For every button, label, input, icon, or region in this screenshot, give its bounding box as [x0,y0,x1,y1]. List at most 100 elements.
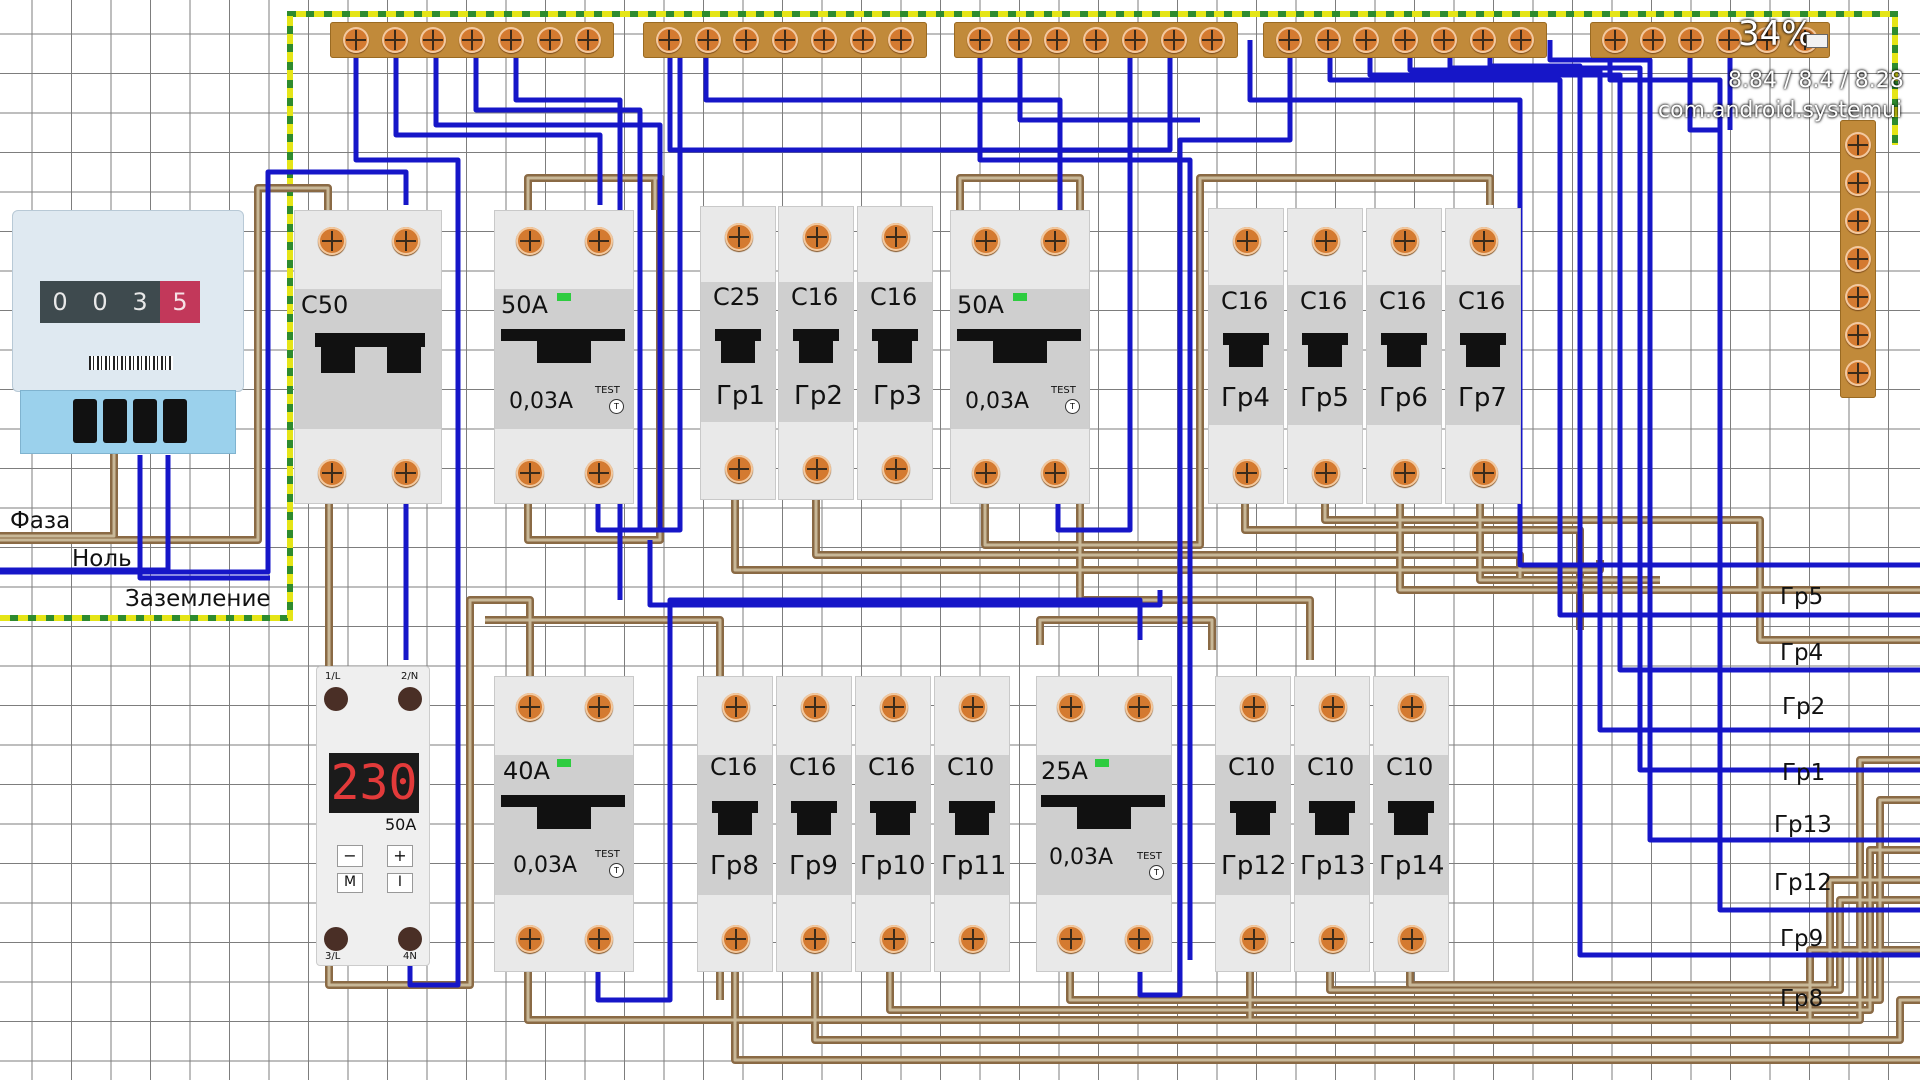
rcd-rating: 25A [1041,757,1088,785]
breaker-toggle[interactable] [1460,333,1506,345]
breaker-gr13[interactable]: C10 Гр13 [1294,676,1370,972]
test-label: TEST [595,849,620,860]
terminal-screw-icon [1125,925,1153,953]
rcd-toggle[interactable] [501,329,625,341]
breaker-gr10[interactable]: C16 Гр10 [855,676,931,972]
terminal-screw-icon [1470,227,1498,255]
indicator-led [1095,759,1109,767]
relay-info-button[interactable]: I [387,873,413,893]
relay-plus-button[interactable]: + [387,845,413,867]
terminal-screw-icon [972,459,1000,487]
breaker-gr6[interactable]: C16 Гр6 [1366,208,1442,504]
breaker-rating: C16 [791,283,839,311]
breaker-toggle[interactable] [1388,801,1434,813]
terminal-screw-icon [392,459,420,487]
breaker-toggle[interactable] [1223,333,1269,345]
rcd-rating: 50A [957,291,1004,319]
breaker-toggle[interactable] [791,801,837,813]
breaker-rating: C10 [947,753,995,781]
breaker-rating: C50 [301,291,349,319]
screw-icon [1353,27,1380,53]
rcd-1[interactable]: 50A 0,03A TEST T [494,210,634,504]
meter-terminal [133,399,157,443]
screw-icon [1199,27,1226,53]
screw-icon [497,27,524,53]
breaker-toggle[interactable] [1381,333,1427,345]
terminal-screw-icon [1470,459,1498,487]
meter-digit-red: 5 [160,281,200,323]
breaker-rating: C16 [1458,287,1506,315]
rcd-2[interactable]: 50A 0,03A TEST T [950,210,1090,504]
rcd-toggle[interactable] [957,329,1081,341]
screw-icon [1845,360,1871,386]
terminal-screw-icon [585,693,613,721]
meter-terminal [163,399,187,443]
test-button[interactable]: T [1065,399,1080,414]
terminal-screw-icon [803,223,831,251]
screw-icon [1160,27,1187,53]
breaker-toggle[interactable] [1309,801,1355,813]
screw-icon [966,27,993,53]
voltage-relay[interactable]: 1/L 2/N 3/L 4N 230 50A − + M I [316,666,430,966]
rcd-leak-current: 0,03A [1049,845,1114,870]
breaker-toggle[interactable] [1302,333,1348,345]
breaker-toggle[interactable] [1230,801,1276,813]
breaker-toggle[interactable] [872,329,918,341]
terminal-screw-icon [1233,459,1261,487]
screw-icon [1508,27,1535,53]
breaker-toggle [721,341,755,363]
breaker-gr12[interactable]: C10 Гр12 [1215,676,1291,972]
screw-icon [1716,27,1742,53]
breaker-toggle[interactable] [315,333,425,347]
breaker-gr2[interactable]: C16 Гр2 [778,206,854,500]
screw-icon [381,27,408,53]
breaker-gr14[interactable]: C10 Гр14 [1373,676,1449,972]
group-label: Гр8 [710,851,759,881]
meter-digit: 3 [120,281,160,323]
breaker-gr9[interactable]: C16 Гр9 [776,676,852,972]
test-button[interactable]: T [609,399,624,414]
breaker-gr1[interactable]: C25 Гр1 [700,206,776,500]
test-button[interactable]: T [609,863,624,878]
breaker-toggle[interactable] [870,801,916,813]
rcd-toggle[interactable] [501,795,625,807]
breaker-toggle[interactable] [712,801,758,813]
terminal-screw-icon [722,693,750,721]
terminal-screw-icon [972,227,1000,255]
breaker-gr7[interactable]: C16 Гр7 [1445,208,1521,504]
terminal-screw-icon [1312,227,1340,255]
bus-bar-3 [954,22,1238,58]
breaker-gr8[interactable]: C16 Гр8 [697,676,773,972]
output-label: Гр9 [1780,926,1824,952]
main-breaker[interactable]: C50 [294,210,442,504]
breaker-toggle [321,347,355,373]
relay-menu-button[interactable]: M [337,873,363,893]
group-label: Гр14 [1379,851,1445,881]
breaker-gr11[interactable]: C10 Гр11 [934,676,1010,972]
meter-digit: 0 [80,281,120,323]
output-label: Гр12 [1774,870,1832,896]
output-label: Гр5 [1780,584,1824,610]
breaker-toggle[interactable] [793,329,839,341]
relay-minus-button[interactable]: − [337,845,363,867]
breaker-gr4[interactable]: C16 Гр4 [1208,208,1284,504]
terminal-screw-icon [801,693,829,721]
terminal-screw-icon [1398,925,1426,953]
test-button[interactable]: T [1149,865,1164,880]
breaker-toggle[interactable] [715,329,761,341]
rcd-toggle[interactable] [1041,795,1165,807]
screw-icon [1005,27,1032,53]
breaker-gr5[interactable]: C16 Гр5 [1287,208,1363,504]
breaker-rating: C16 [1300,287,1348,315]
status-counts: 8.84 / 8.4 / 8.28 [1728,68,1904,93]
breaker-gr3[interactable]: C16 Гр3 [857,206,933,500]
terminal-screw-icon [516,693,544,721]
breaker-toggle[interactable] [949,801,995,813]
screw-icon [1640,27,1666,53]
rcd-4[interactable]: 25A 0,03A TEST T [1036,676,1172,972]
terminal-screw-icon [959,925,987,953]
breaker-toggle [1466,345,1500,367]
rcd-3[interactable]: 40A 0,03A TEST T [494,676,634,972]
breaker-rating: C10 [1386,753,1434,781]
